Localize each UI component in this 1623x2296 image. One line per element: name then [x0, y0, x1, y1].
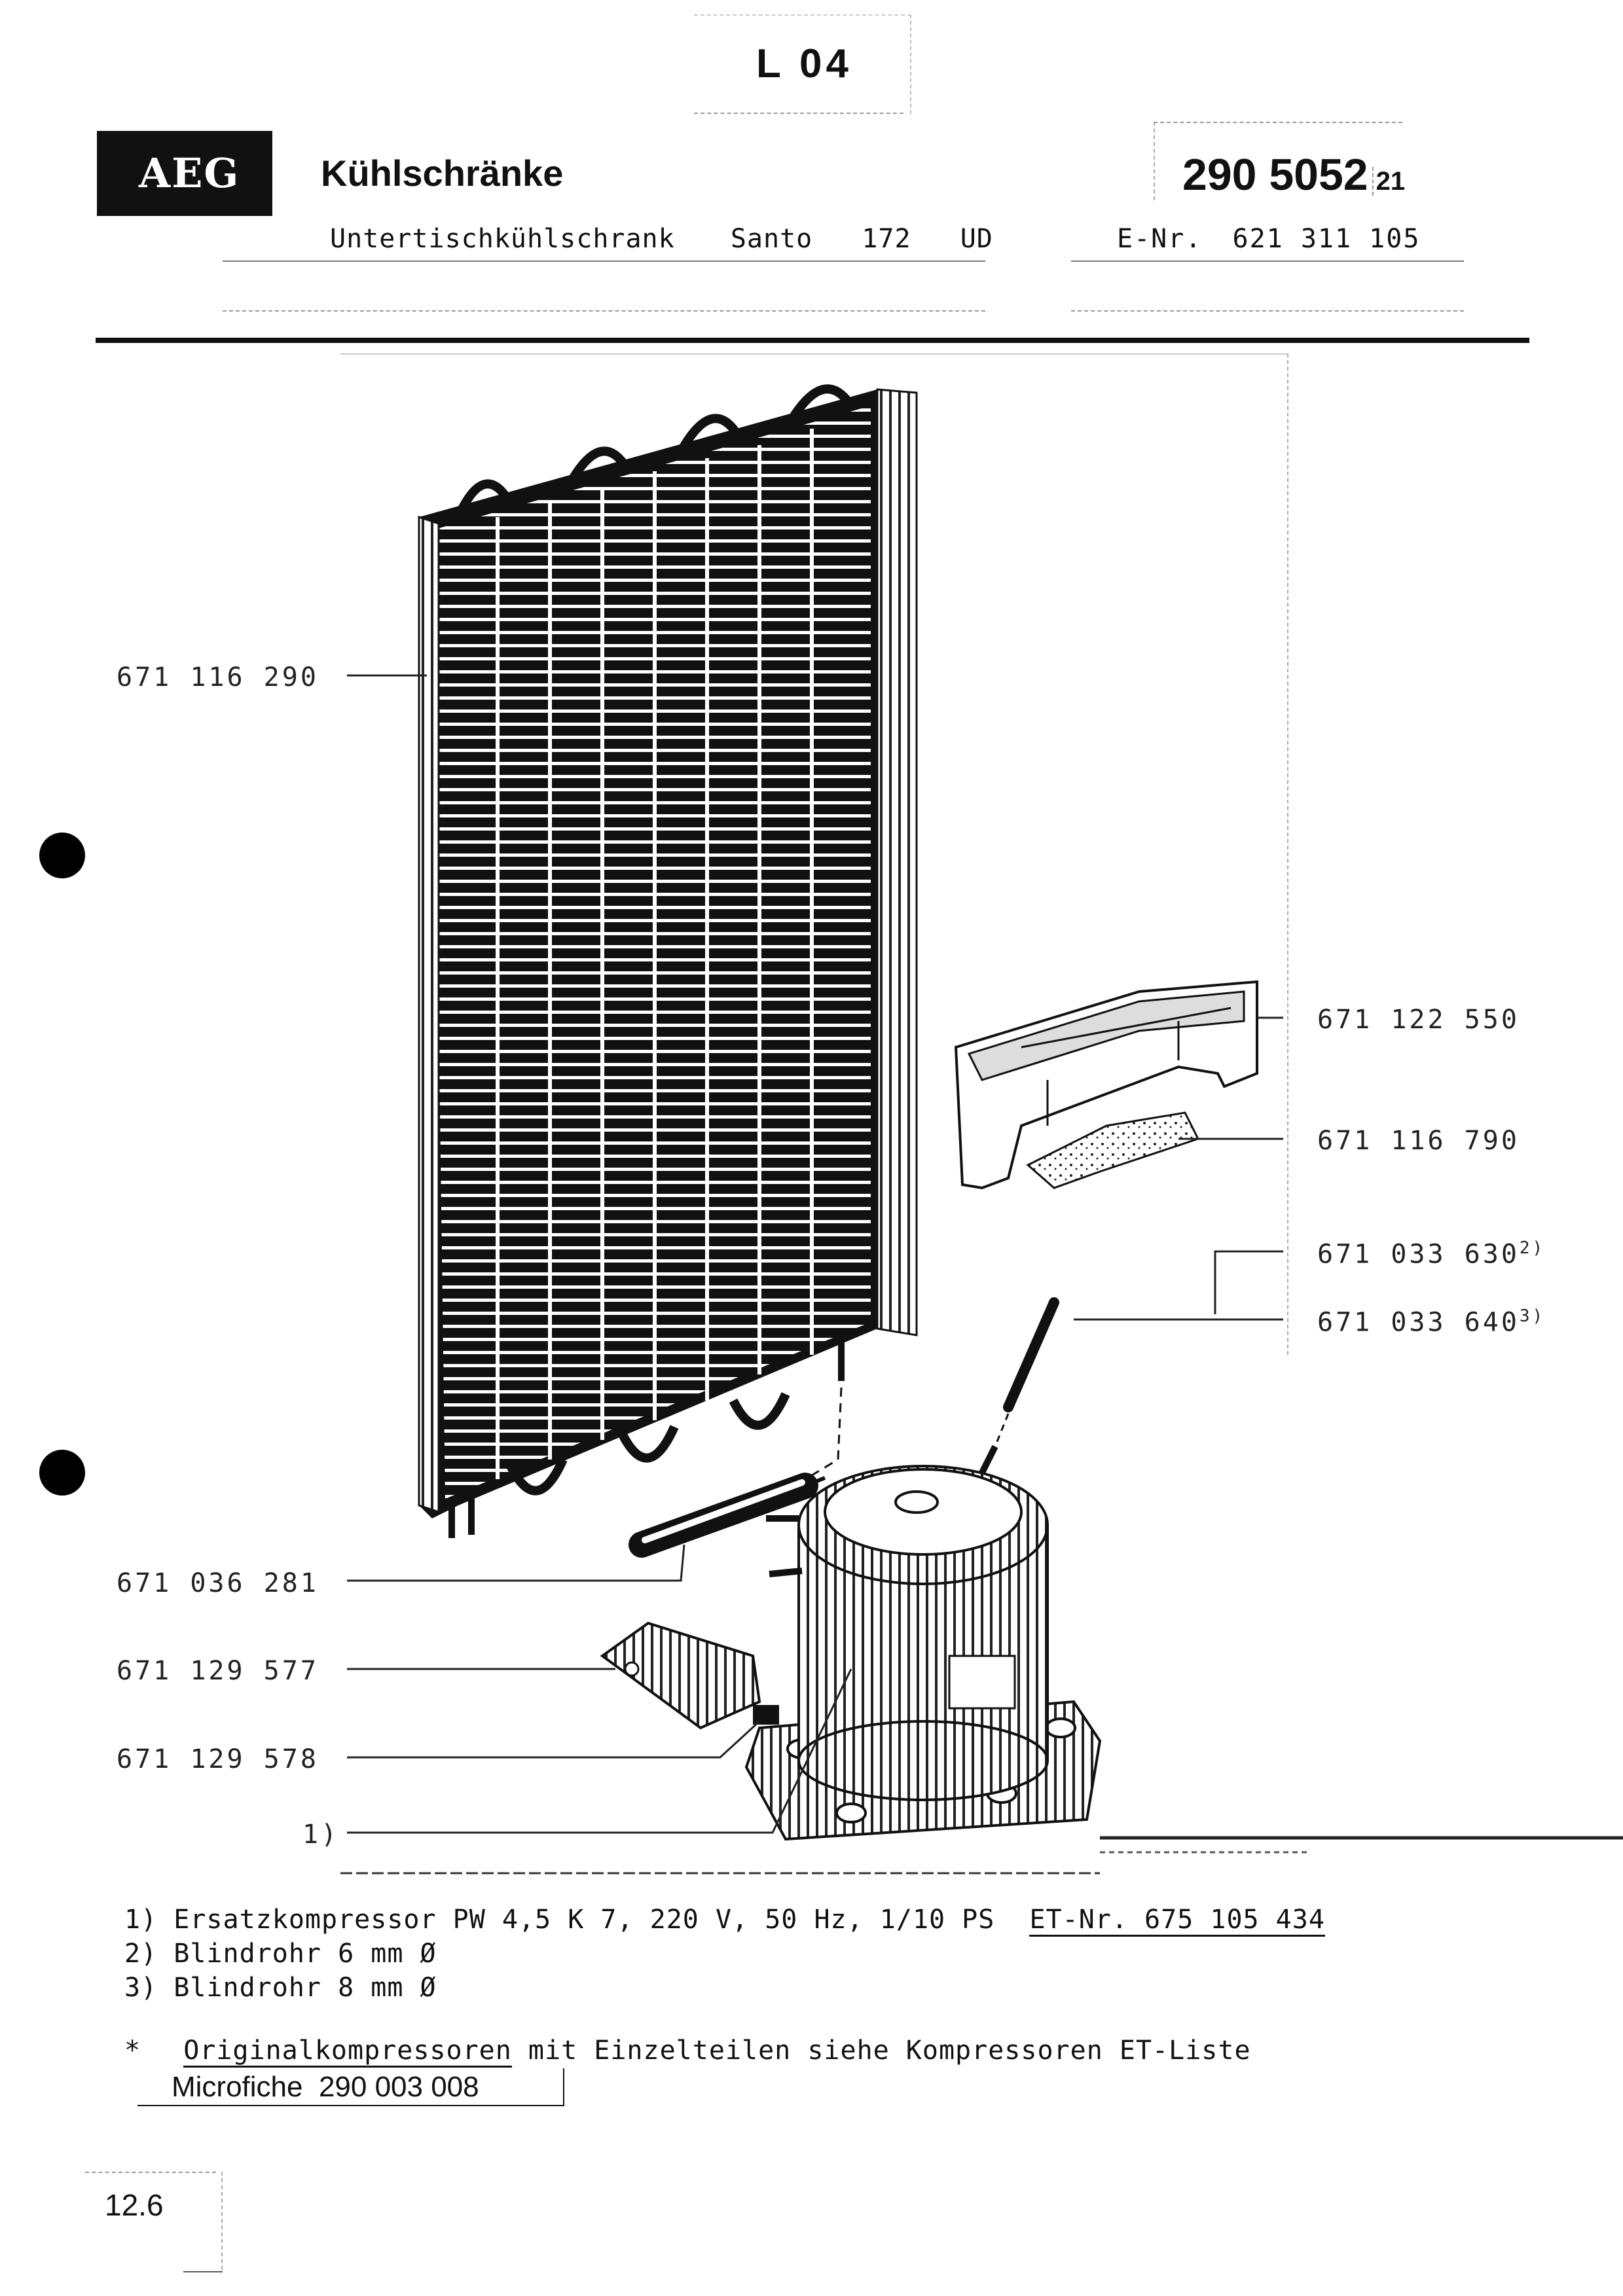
doc-number-suffix: 21 — [1372, 167, 1406, 196]
clip-illustration — [753, 1705, 779, 1725]
drier-illustration — [629, 1473, 826, 1558]
punch-hole-top — [39, 833, 85, 878]
sheet-code: L 04 — [756, 41, 852, 86]
sheet-code-box — [694, 14, 911, 114]
microfiche-text: Microfiche 290 003 008 — [172, 2071, 479, 2103]
part-number-clip: 671 129 578 — [117, 1744, 319, 1774]
model-name: Santo — [730, 224, 813, 254]
note-3: 3) Blindrohr 8 mm Ø — [124, 1973, 437, 2003]
condenser-illustration — [418, 384, 918, 1538]
punch-hole-bottom — [39, 1450, 85, 1496]
part-number-bracket: 671 129 577 — [117, 1656, 319, 1686]
part-number-tray: 671 122 550 — [1317, 1005, 1520, 1035]
tray-illustration — [954, 980, 1258, 1190]
model-line: Untertischkühlschrank Santo 172 UD — [330, 224, 993, 254]
model-label: Untertischkühlschrank — [330, 224, 675, 254]
note-1: 1) Ersatzkompressor PW 4,5 K 7, 220 V, 5… — [124, 1905, 1325, 1937]
note-star: * — [124, 2036, 141, 2066]
part-number-filter-pad: 671 116 790 — [1317, 1126, 1520, 1156]
e-nr-value: 621 311 105 — [1232, 224, 1421, 254]
part-number-compressor-ref: 1) — [302, 1820, 340, 1850]
part-number-blind-tube-8mm: 671 033 6403) — [1317, 1306, 1546, 1338]
part-number-condenser: 671 116 290 — [117, 662, 319, 692]
part-number-blind-tube-6mm: 671 033 6302) — [1317, 1238, 1546, 1270]
part-number-drier: 671 036 281 — [117, 1568, 319, 1598]
page-number: 12.6 — [105, 2188, 164, 2222]
model-number: 172 — [862, 224, 911, 254]
e-nr-line: E-Nr. 621 311 105 — [1117, 224, 1420, 254]
filter-pad-illustration — [1026, 1111, 1200, 1189]
footnote-ref-3: 3) — [1519, 1306, 1546, 1326]
compressor-illustration — [744, 1444, 1102, 1841]
note-original-rest: mit Einzelteilen siehe Kompressoren ET-L… — [528, 2036, 1251, 2066]
header-rule — [96, 338, 1529, 343]
note-1-text: 1) Ersatzkompressor PW 4,5 K 7, 220 V, 5… — [124, 1905, 995, 1935]
microfiche-reference: Microfiche 290 003 008 — [137, 2068, 564, 2106]
e-nr-label: E-Nr. — [1117, 224, 1203, 254]
note-1-et-number: ET-Nr. 675 105 434 — [1029, 1905, 1325, 1937]
blind-tube-illustration — [1003, 1297, 1059, 1412]
model-variant: UD — [960, 224, 993, 254]
footnote-ref-2: 2) — [1519, 1238, 1546, 1258]
bracket-illustration — [600, 1621, 761, 1730]
note-original-underlined: Originalkompressoren — [183, 2036, 512, 2068]
doc-number-main: 290 5052 — [1182, 150, 1368, 200]
original-compressors-note: * Originalkompressoren mit Einzelteilen … — [124, 2036, 1251, 2068]
brand-logo-text: AEG — [139, 149, 240, 197]
note-2: 2) Blindrohr 6 mm Ø — [124, 1939, 437, 1969]
brand-logo: AEG — [97, 131, 272, 216]
category-title: Kühlschränke — [321, 152, 564, 194]
